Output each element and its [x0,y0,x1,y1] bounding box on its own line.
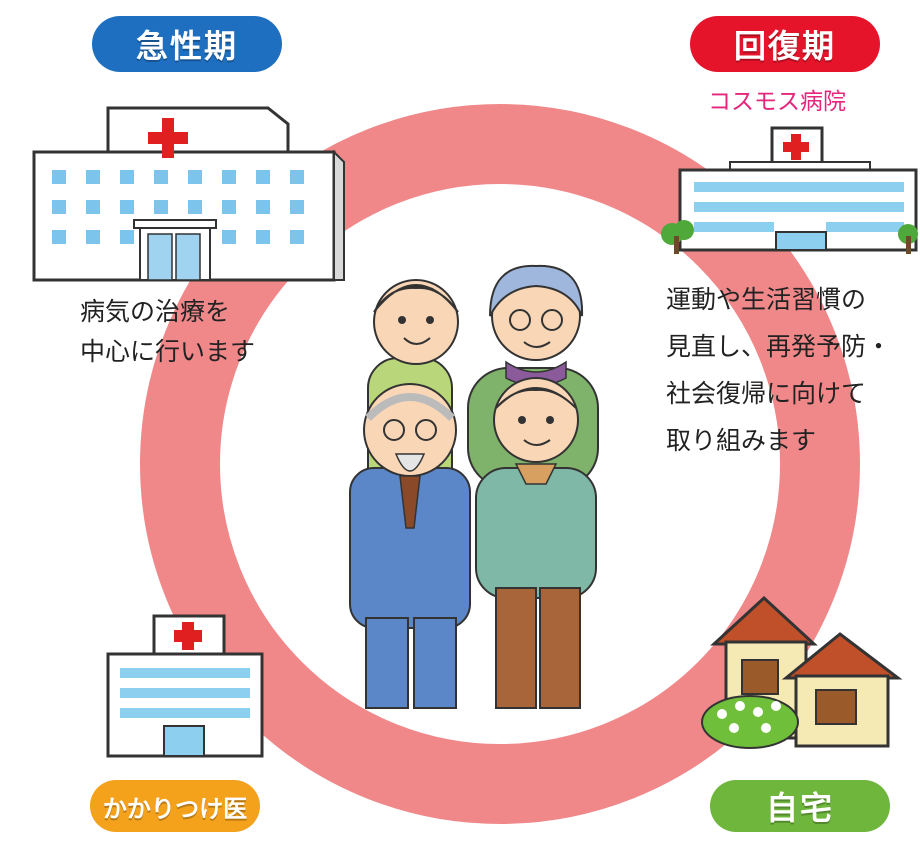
acute-phase-label: 急性期 [92,16,282,72]
acute-phase-description: 病気の治療を 中心に行います [80,297,256,366]
home-label: 自宅 [710,780,890,832]
recovery-phase-description: 運動や生活習慣の 見直し、再発予防・ 社会復帰に向けて 取り組みます [666,285,892,455]
large-hospital-icon [32,106,345,282]
recovery-phase-label: 回復期 [690,16,880,72]
hospital-name: コスモス病院 [708,89,846,115]
cosmos-hospital-icon [661,126,918,254]
clinic-icon [106,614,264,758]
clinic-label: かかりつけ医 [90,780,260,832]
house-icon [701,595,903,749]
elderly-group-illustration [349,264,599,709]
